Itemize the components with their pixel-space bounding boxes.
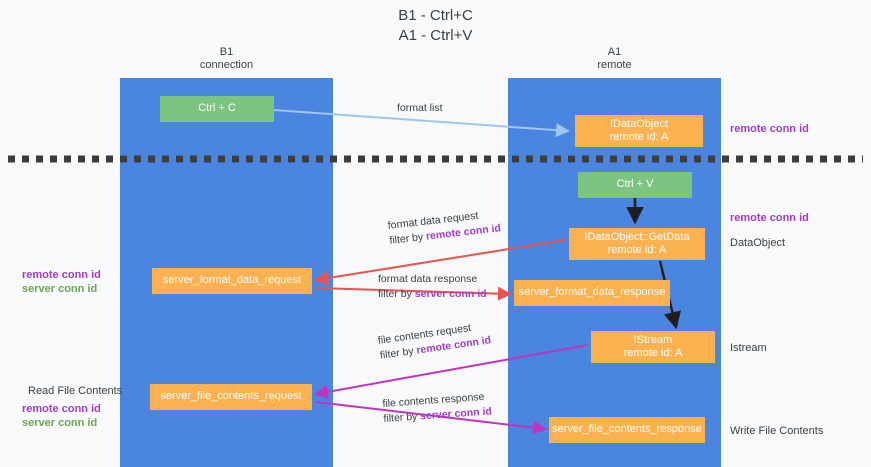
swimlane-header-a1: A1 remote (508, 46, 721, 72)
node-istream[interactable]: IStream remote id: A (591, 331, 715, 363)
arrow-format-data-request (314, 239, 566, 286)
side-label-remote-conn-id-top: remote conn id (730, 123, 809, 135)
swimlane-b1-subtitle: connection (199, 59, 254, 71)
node-istream-line1: IStream (633, 333, 673, 346)
node-istream-line2: remote id: A (623, 347, 683, 359)
side-label-read-file-contents: Read File Contents (28, 385, 123, 397)
node-server-file-contents-request[interactable]: server_file_contents_request (150, 384, 312, 410)
arrow-format-list (273, 109, 570, 138)
filter-prefix: filter by (383, 410, 421, 425)
arrow-format-data-response (315, 286, 512, 301)
arrow-label-format-data-response-filter: filter by server conn id (378, 287, 487, 302)
node-idataobject-line2: remote id: A (609, 131, 669, 143)
title-line-1: B1 - Ctrl+C (398, 7, 473, 24)
arrow-label-format-list: format list (397, 102, 443, 114)
side-label-remote-conn-id-left-2: remote conn id (22, 403, 101, 415)
node-idataobject[interactable]: IDataObject remote id: A (575, 115, 703, 147)
node-server-file-contents-response[interactable]: server_file_contents_response (549, 417, 705, 443)
side-label-dataobject: DataObject (730, 237, 786, 249)
swimlane-b1-name: B1 (219, 46, 234, 58)
side-label-conn-ids-top: remote conn id server conn id (22, 268, 101, 296)
swimlane-a1-subtitle: remote (597, 59, 632, 71)
side-label-server-conn-id-left-2: server conn id (22, 417, 98, 429)
filter-key-server-conn-id: server conn id (414, 288, 487, 300)
side-label-server-conn-id-left-1: server conn id (22, 283, 98, 295)
arrow-file-contents-request (314, 344, 589, 399)
arrow-label-format-data-response: format data response filter by server co… (378, 272, 487, 302)
node-idataobject-line1: IDataObject (609, 117, 669, 130)
filter-key-server-conn-id: server conn id (419, 405, 493, 423)
side-label-remote-conn-id-mid: remote conn id (730, 212, 809, 224)
node-server-format-data-response[interactable]: server_format_data_response (514, 280, 670, 306)
arrow-file-contents-response (315, 401, 547, 435)
side-label-conn-ids-bottom: remote conn id server conn id (22, 402, 101, 430)
node-ctrl-v[interactable]: Ctrl + V (578, 172, 692, 198)
side-label-remote-conn-id-left-1: remote conn id (22, 269, 101, 281)
arrow-label-format-data-response-text: format data response (378, 273, 478, 285)
swimlane-a1-name: A1 (607, 46, 622, 58)
node-getdata-line2: remote id: A (607, 244, 667, 256)
side-label-write-file-contents: Write File Contents (730, 425, 824, 437)
page-title: B1 - Ctrl+C A1 - Ctrl+V (0, 6, 871, 46)
node-getdata-line1: IDataObject::GetData (584, 230, 690, 243)
node-ctrl-c[interactable]: Ctrl + C (160, 96, 274, 122)
node-idataobject-getdata[interactable]: IDataObject::GetData remote id: A (569, 228, 705, 260)
side-label-istream: Istream (730, 342, 767, 354)
node-server-format-data-request[interactable]: server_format_data_request (152, 268, 312, 294)
swimlane-header-b1: B1 connection (120, 46, 333, 72)
title-line-2: A1 - Ctrl+V (398, 27, 473, 44)
filter-prefix: filter by (378, 288, 415, 300)
filter-prefix: filter by (379, 344, 418, 362)
filter-prefix: filter by (388, 230, 427, 247)
